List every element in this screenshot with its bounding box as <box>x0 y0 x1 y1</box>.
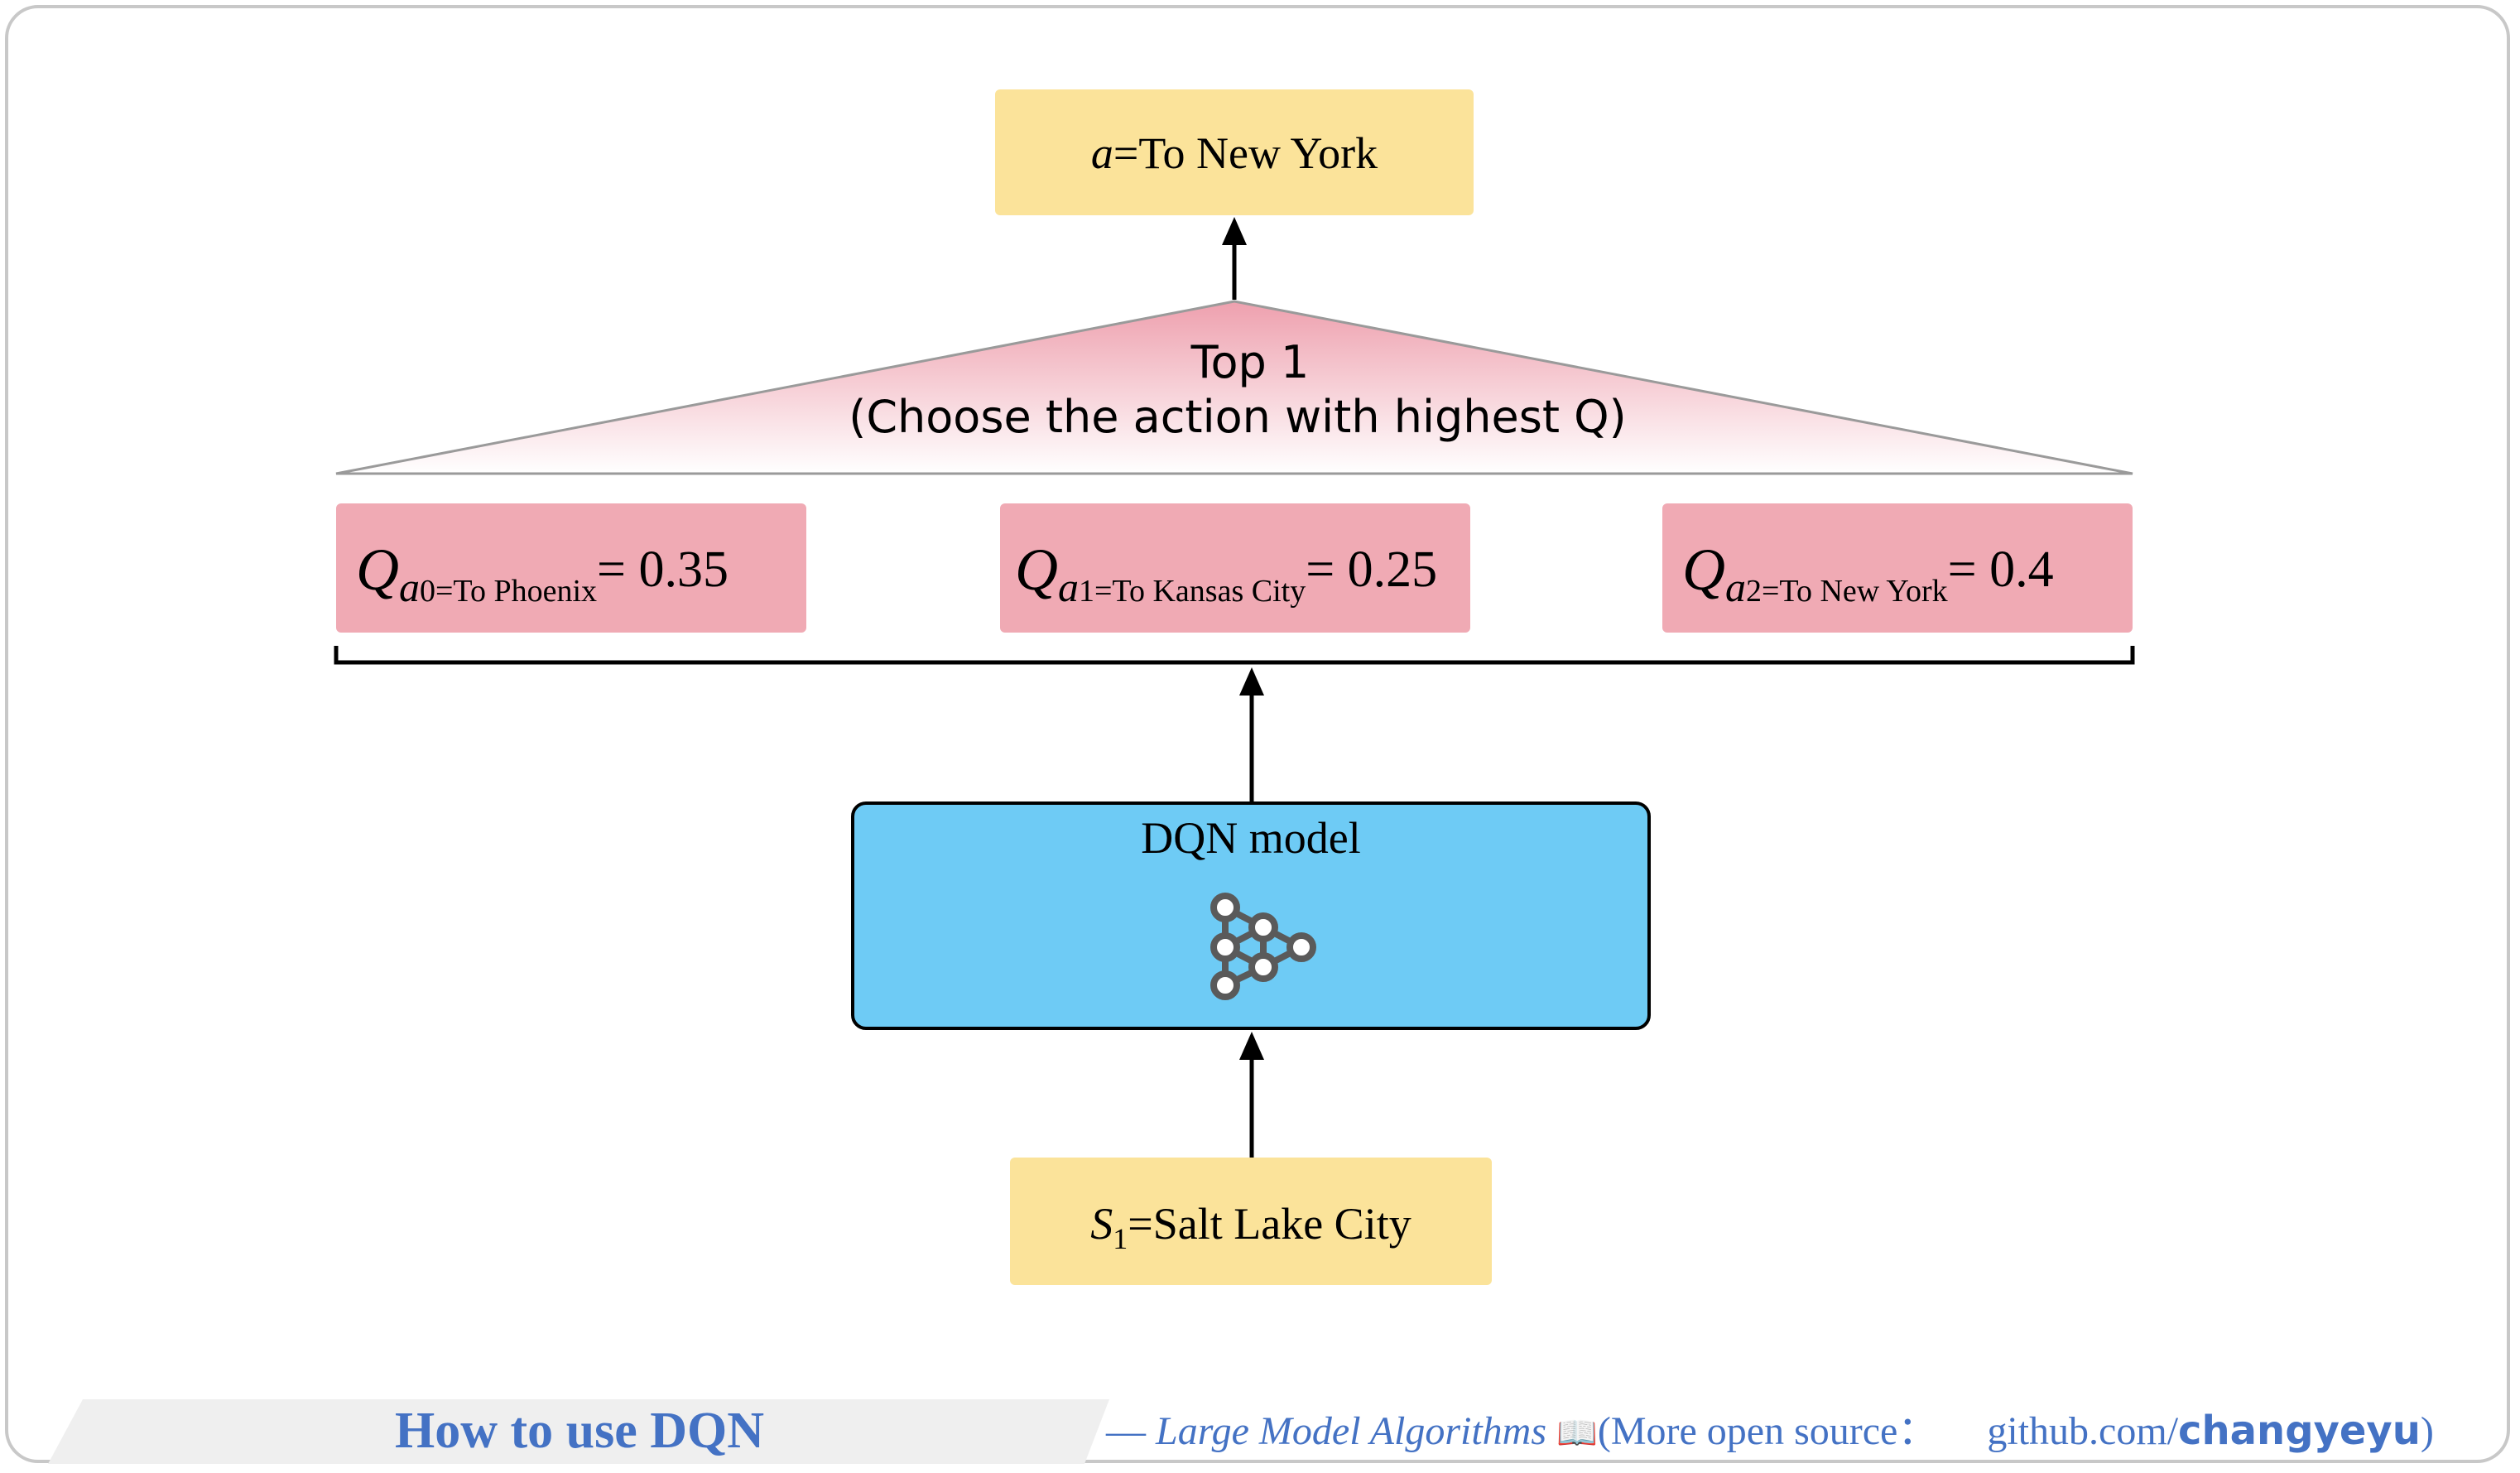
action-text: =To New York <box>1113 128 1378 178</box>
state-subscript: 1 <box>1113 1222 1128 1255</box>
q0-value: = 0.35 <box>597 542 729 598</box>
svg-text:—Large Model Algorithms📖(More: —Large Model Algorithms 📖(More open sourc… <box>1105 1408 2434 1454</box>
dqn-model-label: DQN model <box>1141 813 1360 863</box>
footer-series: Large Model Algorithms <box>1155 1409 1546 1453</box>
action-box: a=To New York <box>995 89 1474 215</box>
footer-source-user[interactable]: changyeyu <box>2178 1408 2421 1454</box>
top1-subtitle: (Choose the action with highest Q) <box>849 391 1627 443</box>
book-icon: 📖 <box>1556 1414 1598 1452</box>
footer-source-suffix: ) <box>2421 1409 2434 1453</box>
dqn-model-box: DQN model <box>851 801 1651 1030</box>
state-box: S1=Salt Lake City <box>1010 1158 1492 1285</box>
state-text: =Salt Lake City <box>1128 1199 1411 1249</box>
svg-text:S1=Salt Lake City: S1=Salt Lake City <box>1090 1199 1411 1255</box>
footer-source-prefix: (More open source： <box>1598 1409 1938 1453</box>
q-values-bracket <box>334 646 2135 665</box>
q1-subscript: 1=To Kansas City <box>1079 574 1306 609</box>
action-var: a <box>1091 128 1113 178</box>
q2-subscript: 2=To New York <box>1746 574 1948 609</box>
neural-network-icon <box>1210 893 1316 1000</box>
footer-source-link[interactable]: github.com/ <box>1987 1409 2178 1453</box>
svg-text:a=To New York: a=To New York <box>1091 128 1378 178</box>
q1-value: = 0.25 <box>1306 542 1437 598</box>
footer-title: How to use DQN <box>395 1403 764 1459</box>
footer-dash: — <box>1105 1409 1147 1453</box>
q-value-box-0: Qa0=To Phoenix= 0.35 <box>336 503 806 633</box>
svg-text:Qa1=To Kansas City= 0.25: Qa1=To Kansas City= 0.25 <box>1015 537 1437 610</box>
q-value-box-1: Qa1=To Kansas City= 0.25 <box>1000 503 1470 633</box>
q0-subscript: 0=To Phoenix <box>420 574 597 609</box>
state-var: S <box>1090 1199 1113 1249</box>
footer: How to use DQN —Large Model Algorithms 📖(… <box>48 1399 2434 1464</box>
svg-text:Qa2=To New York= 0.4: Qa2=To New York= 0.4 <box>1682 537 2054 610</box>
svg-text:Qa0=To Phoenix= 0.35: Qa0=To Phoenix= 0.35 <box>356 537 729 610</box>
arrow-head-action <box>1222 217 1247 245</box>
q-value-box-2: Qa2=To New York= 0.4 <box>1662 503 2133 633</box>
arrow-head-q-values <box>1239 667 1264 696</box>
q2-value: = 0.4 <box>1948 542 2054 598</box>
top1-title: Top 1 <box>1190 336 1310 388</box>
arrow-head-model <box>1239 1032 1264 1060</box>
top1-selector: Top 1 (Choose the action with highest Q) <box>335 300 2133 475</box>
